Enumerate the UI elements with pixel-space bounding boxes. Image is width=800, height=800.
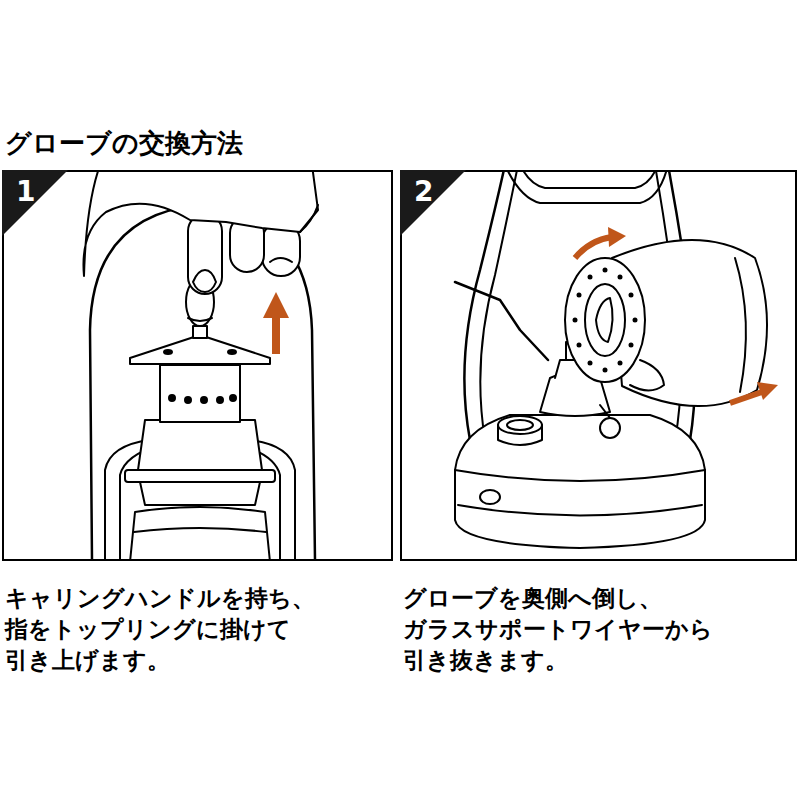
diagram-title: グローブの交換方法: [5, 128, 243, 158]
step-caption: グローブを奥側へ倒し、 ガラスサポートワイヤーから 引き抜きます。: [403, 583, 793, 676]
step-number: 1: [16, 178, 35, 206]
step-panel: 2: [400, 170, 797, 561]
step-caption: キャリングハンドルを持ち、 指をトップリングに掛けて 引き上げます。: [5, 583, 390, 676]
step-number: 2: [414, 178, 433, 206]
step-panel: 1: [2, 170, 393, 561]
